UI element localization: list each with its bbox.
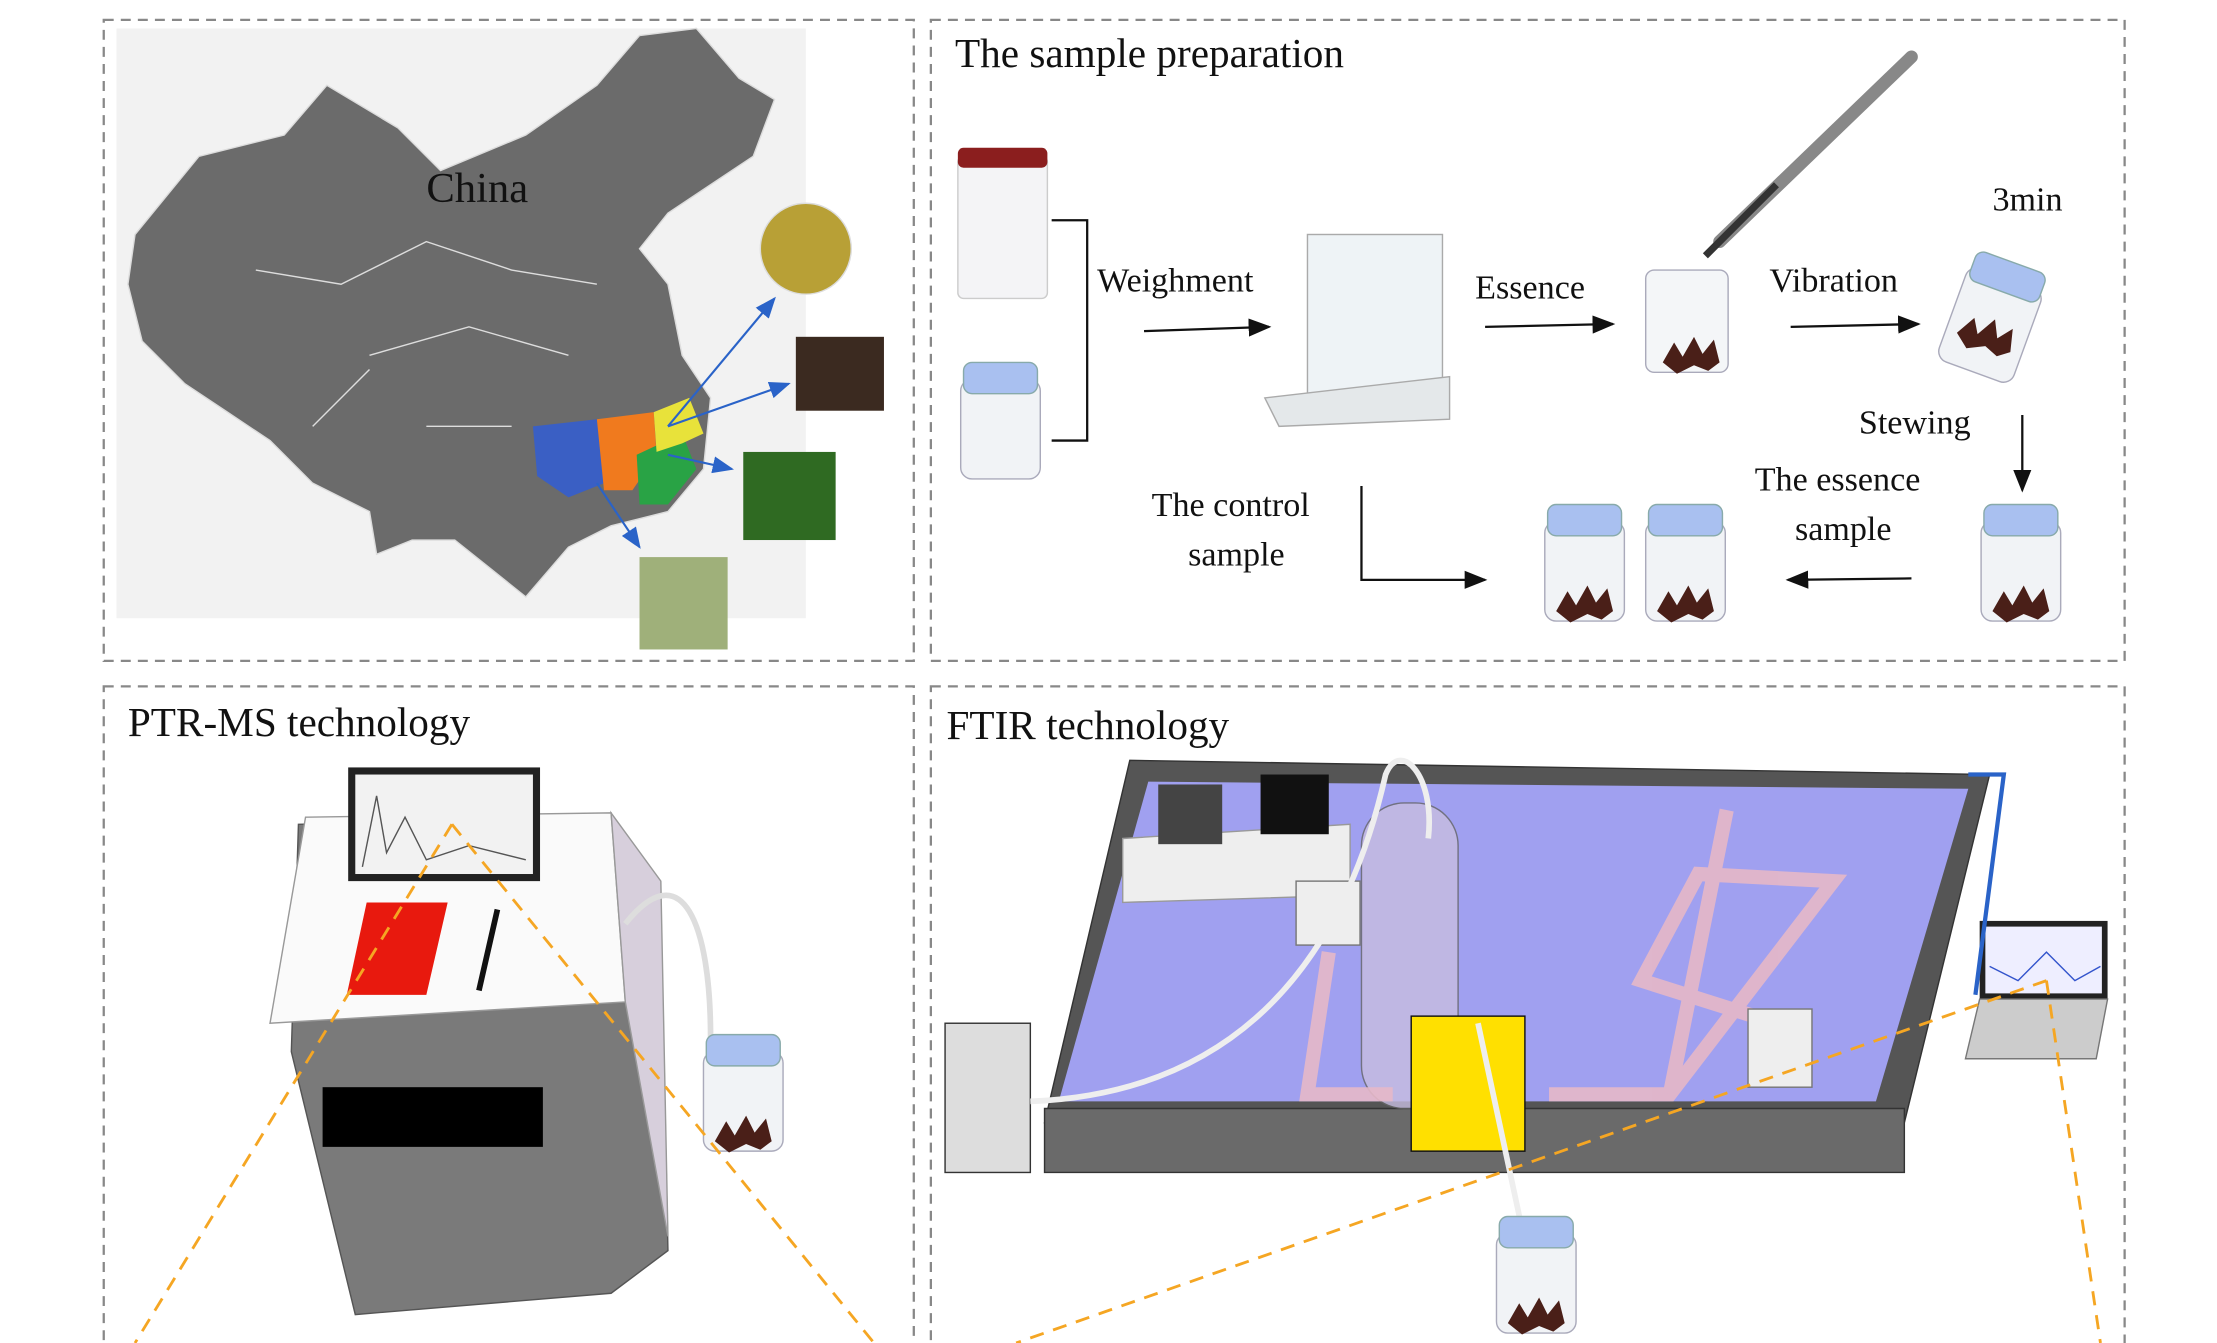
analytical-balance <box>1263 233 1451 428</box>
map-label-china: China <box>426 165 528 212</box>
tea-can <box>957 147 1049 300</box>
ftir-title: FTIR technology <box>946 702 1229 748</box>
essence-sample-jar <box>1644 503 1726 623</box>
ptr-ms-panel <box>102 685 915 1343</box>
region-yellow <box>653 397 704 452</box>
control-sample-label-1: The control <box>1152 487 1310 524</box>
essence-sample-label-2: sample <box>1795 511 1892 548</box>
sample-preparation-panel <box>929 18 2126 662</box>
step-duration: 3min <box>1992 181 2062 218</box>
ptr-ms-illustration: PTR-MS technology <box>128 699 876 1343</box>
detector <box>1410 1015 1526 1152</box>
step-essence: Essence <box>1475 269 1585 306</box>
ftir-sample-jar <box>1495 1215 1577 1335</box>
laptop <box>1964 920 2109 1060</box>
control-sample-jar <box>1544 503 1626 623</box>
tea-photo-3 <box>743 451 836 541</box>
pump <box>944 1022 1032 1174</box>
ftir-illustration: FTIR technology <box>944 702 2109 1343</box>
china-map: China <box>116 27 884 650</box>
step-vibration: Vibration <box>1769 262 1898 299</box>
sample-preparation-flow: The sample preparation Weighment Essence… <box>955 30 2063 623</box>
pipette <box>1702 50 1918 259</box>
sample-preparation-title: The sample preparation <box>955 30 1344 76</box>
red-notebook <box>346 902 448 995</box>
essence-sample-label-1: The essence <box>1755 461 1921 498</box>
tea-photo-1 <box>759 202 852 295</box>
stewed-jar <box>1980 503 2062 623</box>
control-jar <box>959 361 1041 480</box>
tea-photo-2 <box>795 336 884 411</box>
region-green <box>636 433 697 505</box>
step-weighment: Weighment <box>1097 262 1254 299</box>
ptr-ms-sample-jar <box>702 1033 784 1153</box>
ptr-ms-title: PTR-MS technology <box>128 699 471 745</box>
beaker <box>1644 269 1729 374</box>
vibrating-jar <box>1934 247 2051 387</box>
step-stewing: Stewing <box>1859 404 1971 441</box>
region-blue <box>532 419 604 498</box>
map-panel <box>102 18 915 662</box>
control-sample-label-2: sample <box>1188 537 1285 574</box>
tea-photo-4 <box>639 557 728 650</box>
ftir-panel <box>929 685 2126 1343</box>
